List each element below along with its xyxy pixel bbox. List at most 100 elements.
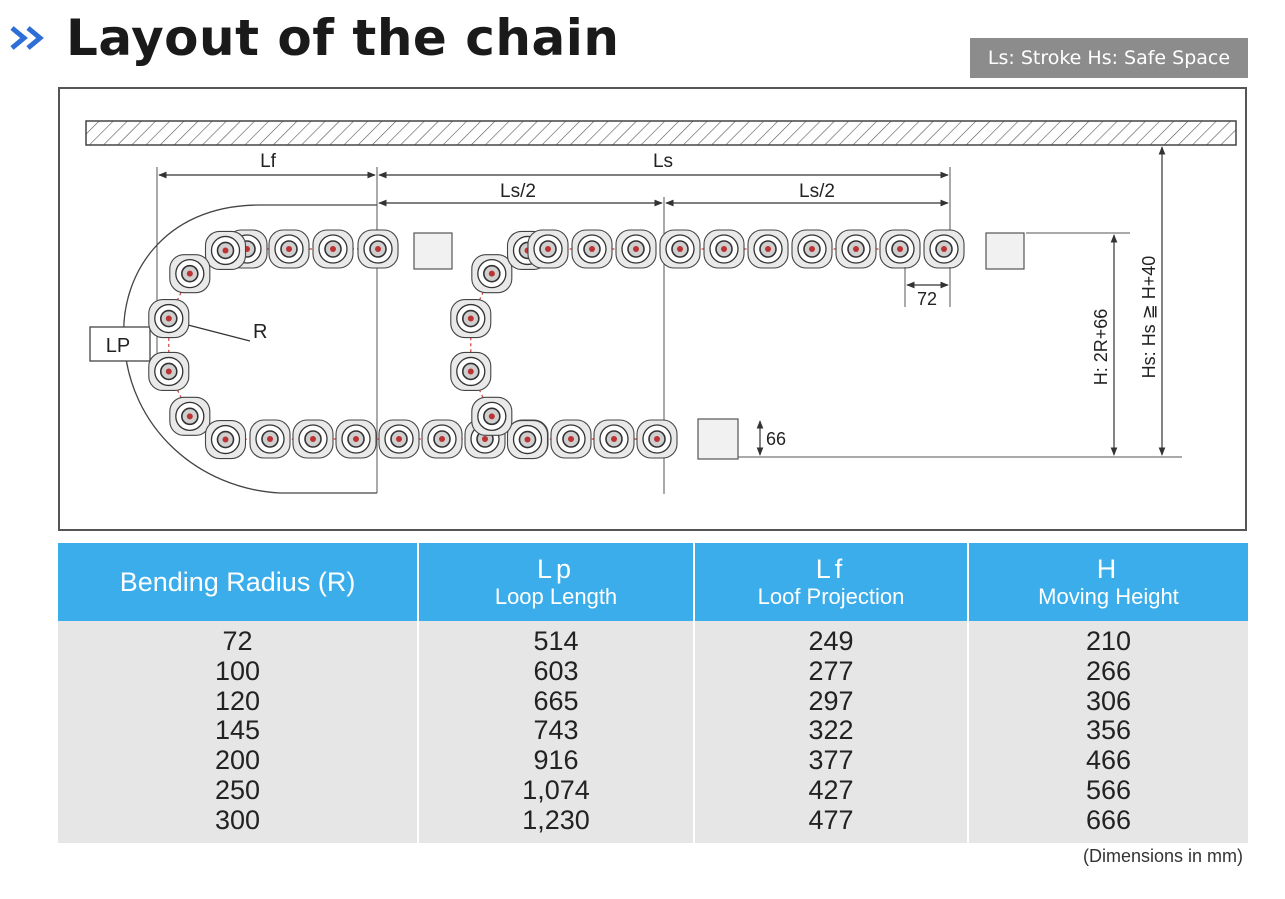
chain-link	[357, 229, 399, 269]
chain-link	[249, 419, 291, 459]
table-cell: 249	[808, 626, 854, 656]
chain-link	[169, 254, 211, 294]
hs-label: Hs: Hs ≧ H+40	[1139, 256, 1159, 379]
header-big-label: Lf	[815, 554, 847, 584]
chain-link	[471, 396, 513, 436]
table-cell: 1,074	[522, 774, 590, 805]
table-cell: 666	[1085, 804, 1132, 835]
column-moving-height: 210 266 306 356 466 566 666	[968, 621, 1248, 843]
table-cell: 427	[808, 774, 854, 805]
table-cell: 72	[222, 626, 253, 656]
table-cell: 1,230	[522, 804, 590, 835]
header-small-label: Loof Projection	[757, 584, 905, 609]
table-cell: 356	[1085, 715, 1132, 746]
table-cell: 466	[1085, 745, 1132, 776]
chain-layout-diagram: Lf Ls Ls/2 Ls/2 LP R 72 66 H: 2R+66 Hs: …	[58, 87, 1247, 531]
chain-link	[204, 419, 247, 460]
table-header-row: Bending Radius (R) Lp Loop Length Lf Loo…	[58, 543, 1248, 621]
ls-label: Ls	[653, 151, 673, 172]
chain-link	[450, 298, 492, 339]
column-loof-projection: 249 277 297 322 377 427 477	[694, 621, 969, 843]
table-cell: 514	[533, 626, 579, 656]
chain-link	[312, 229, 354, 269]
lf-label: Lf	[260, 151, 277, 172]
pitch-label: 72	[917, 289, 937, 309]
chain-link	[148, 298, 190, 339]
dimensions-note: (Dimensions in mm)	[1082, 846, 1243, 866]
lp-label: LP	[106, 335, 130, 357]
chain-link	[471, 254, 513, 294]
table-cell: 277	[808, 655, 854, 686]
fixed-end-bracket	[413, 232, 453, 270]
chain-link	[292, 419, 334, 459]
chain-link	[747, 229, 789, 269]
table-cell: 210	[1085, 626, 1132, 656]
table-cell: 477	[808, 804, 854, 835]
table-cell: 603	[533, 655, 579, 686]
table-cell: 322	[808, 715, 854, 746]
chain-link	[593, 419, 635, 459]
chain-link	[835, 229, 877, 269]
header-small-label: Moving Height	[1038, 584, 1179, 609]
offset-label: 66	[766, 429, 786, 449]
header-bending-radius: Bending Radius (R)	[58, 543, 419, 621]
chain-link	[791, 229, 833, 269]
legend-badge: Ls: Stroke Hs: Safe Space	[970, 38, 1248, 78]
header-loop-length: Lp Loop Length	[418, 543, 695, 621]
table-cell: 145	[214, 715, 261, 746]
cable-chain	[148, 229, 965, 460]
chain-link	[879, 229, 921, 269]
chain-link	[421, 419, 463, 459]
bottom-end-bracket	[697, 418, 739, 460]
table-body-row: 72 100 120 145 200 250 300 514 603 665 7…	[58, 621, 1248, 843]
column-bending-radius: 72 100 120 145 200 250 300	[58, 621, 419, 843]
chain-link	[659, 229, 701, 269]
chain-center-line	[168, 248, 944, 441]
chain-link	[527, 229, 569, 269]
chain-link	[923, 229, 965, 269]
chain-link	[506, 419, 549, 460]
chain-link	[550, 419, 592, 459]
moving-end-bracket	[985, 232, 1025, 270]
header-small-label: Loop Length	[494, 584, 618, 609]
table-cell: 100	[214, 655, 261, 686]
spec-table: Bending Radius (R) Lp Loop Length Lf Loo…	[58, 543, 1248, 843]
ls-half-label-1: Ls/2	[500, 181, 536, 202]
r-label: R	[253, 321, 267, 343]
header-big-label: H	[1096, 554, 1121, 584]
table-cell: 300	[214, 804, 261, 835]
chain-link	[268, 229, 310, 269]
chain-link	[615, 229, 657, 269]
chain-link	[703, 229, 745, 269]
chain-link	[378, 419, 420, 459]
header-big-label: Lp	[536, 554, 576, 584]
table-cell: 120	[214, 685, 261, 716]
chain-link	[204, 230, 247, 271]
table-cell: 916	[533, 745, 579, 776]
ceiling	[85, 120, 1237, 146]
table-cell: 266	[1085, 655, 1132, 686]
table-cell: 566	[1085, 774, 1132, 805]
chain-link	[169, 396, 211, 436]
table-cell: 743	[533, 715, 579, 746]
column-loop-length: 514 603 665 743 916 1,074 1,230	[418, 621, 695, 843]
header-loof-projection: Lf Loof Projection	[694, 543, 969, 621]
chain-link	[636, 419, 678, 459]
chain-link	[148, 351, 190, 392]
page-title: Layout of the chain	[66, 9, 620, 67]
chain-link	[335, 419, 377, 459]
table-cell: 306	[1085, 685, 1132, 716]
table-cell: 250	[214, 774, 261, 805]
table-cell: 297	[808, 685, 854, 716]
r-leader	[187, 324, 251, 342]
table-cell: 377	[808, 745, 854, 776]
table-cell: 665	[533, 685, 579, 716]
table-cell: 200	[214, 745, 261, 776]
diagram-canvas: Lf Ls Ls/2 Ls/2 LP R 72 66 H: 2R+66 Hs: …	[85, 120, 1237, 494]
chain-link	[571, 229, 613, 269]
header-big-label: Bending Radius (R)	[119, 566, 356, 597]
header-moving-height: H Moving Height	[968, 543, 1248, 621]
double-chevron-right-icon	[10, 26, 44, 50]
chain-link	[450, 351, 492, 392]
ls-half-label-2: Ls/2	[799, 181, 835, 202]
